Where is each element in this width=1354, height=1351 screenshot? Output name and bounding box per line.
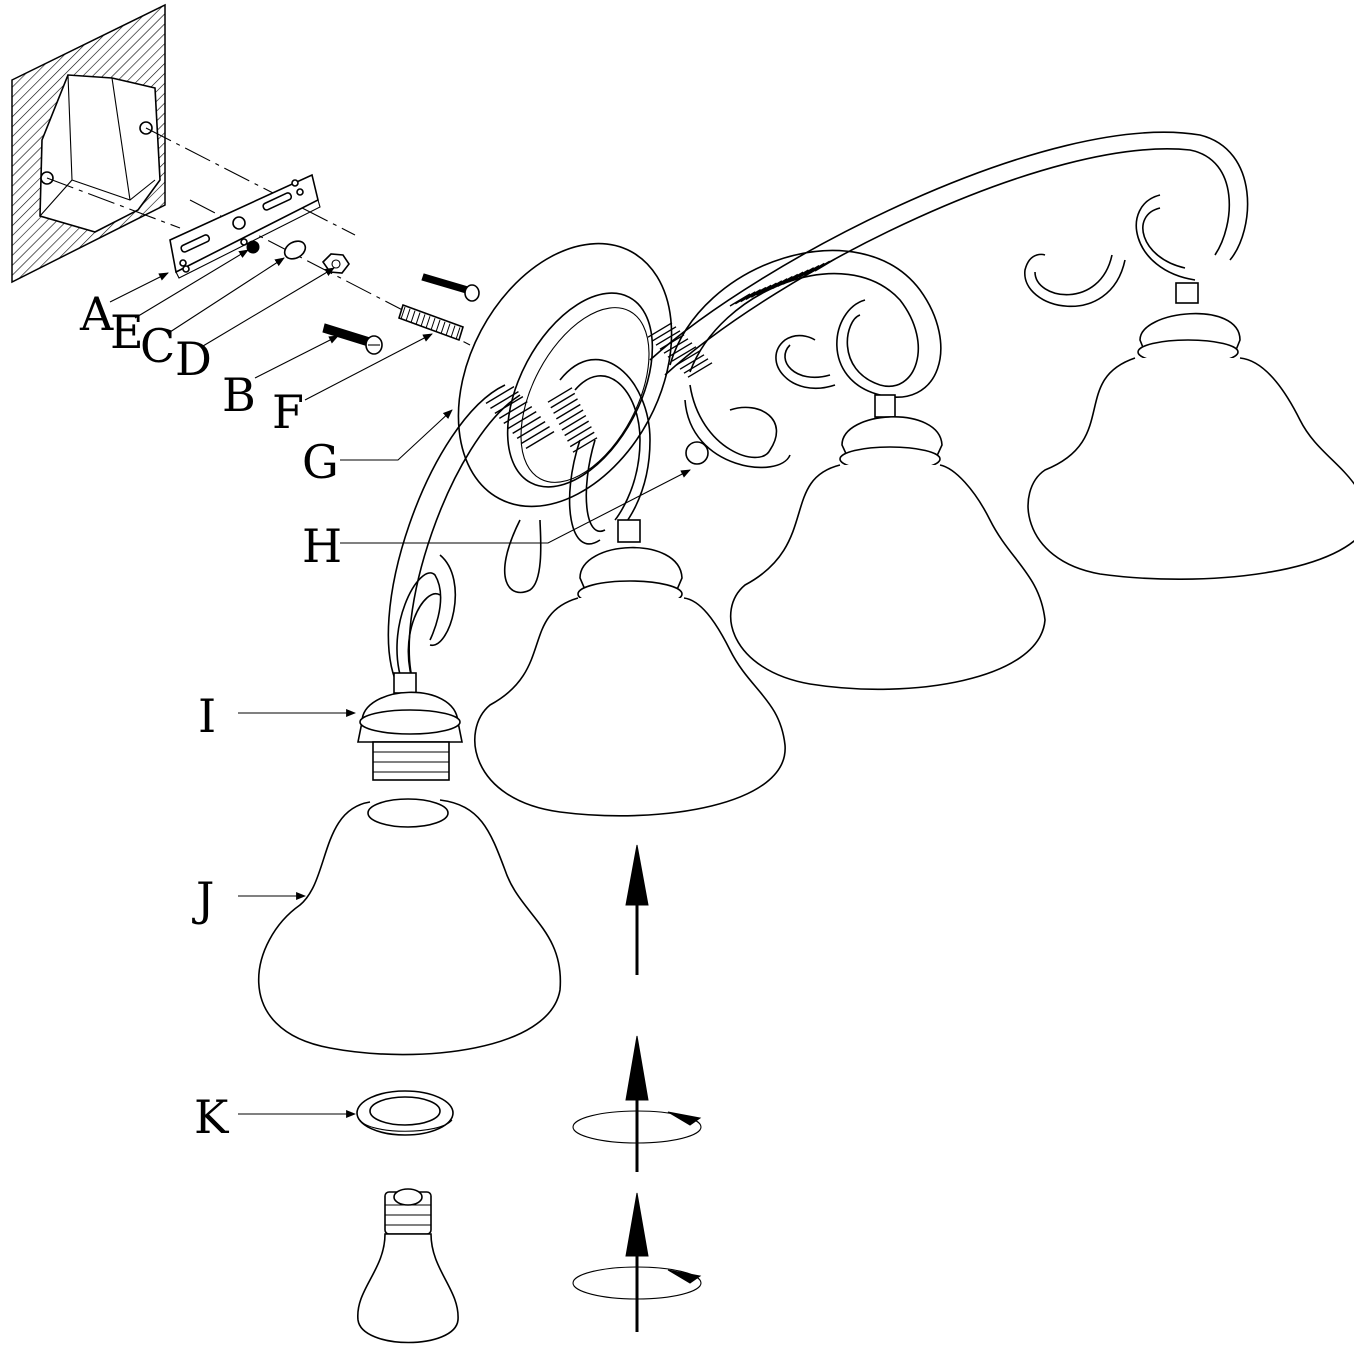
- label-c: C: [140, 319, 175, 373]
- shade-ring: [356, 1090, 454, 1136]
- label-j: J: [192, 872, 214, 926]
- light-bulb: [357, 1188, 459, 1344]
- label-a: A: [79, 287, 114, 341]
- label-d: D: [175, 332, 212, 386]
- mounting-plate: [169, 173, 321, 279]
- connector-ball: [685, 441, 709, 465]
- hex-nut: [321, 253, 350, 274]
- label-f: F: [272, 385, 304, 439]
- assembly-arrows: [572, 844, 702, 1332]
- shade-center: [474, 519, 786, 817]
- label-b: B: [222, 368, 256, 422]
- part-labels: A E C D B F G H I J K: [79, 287, 342, 1144]
- glass-shade: [257, 798, 562, 1056]
- label-i: I: [198, 689, 216, 743]
- threaded-rod: [398, 303, 464, 342]
- lamp-arms: [387, 131, 1249, 691]
- screw-lower: [322, 323, 383, 355]
- leader-lines: [109, 249, 691, 1118]
- label-e: E: [110, 305, 144, 359]
- shade-far-right: [1027, 282, 1354, 580]
- label-g: G: [302, 435, 339, 489]
- washer: [283, 240, 307, 260]
- label-h: H: [302, 519, 342, 573]
- screw-upper: [421, 273, 480, 302]
- small-screw: [240, 238, 260, 254]
- lamp-socket: [357, 672, 463, 781]
- wall-junction-box: [11, 3, 166, 284]
- shade-right: [729, 394, 1046, 691]
- label-k: K: [194, 1090, 230, 1144]
